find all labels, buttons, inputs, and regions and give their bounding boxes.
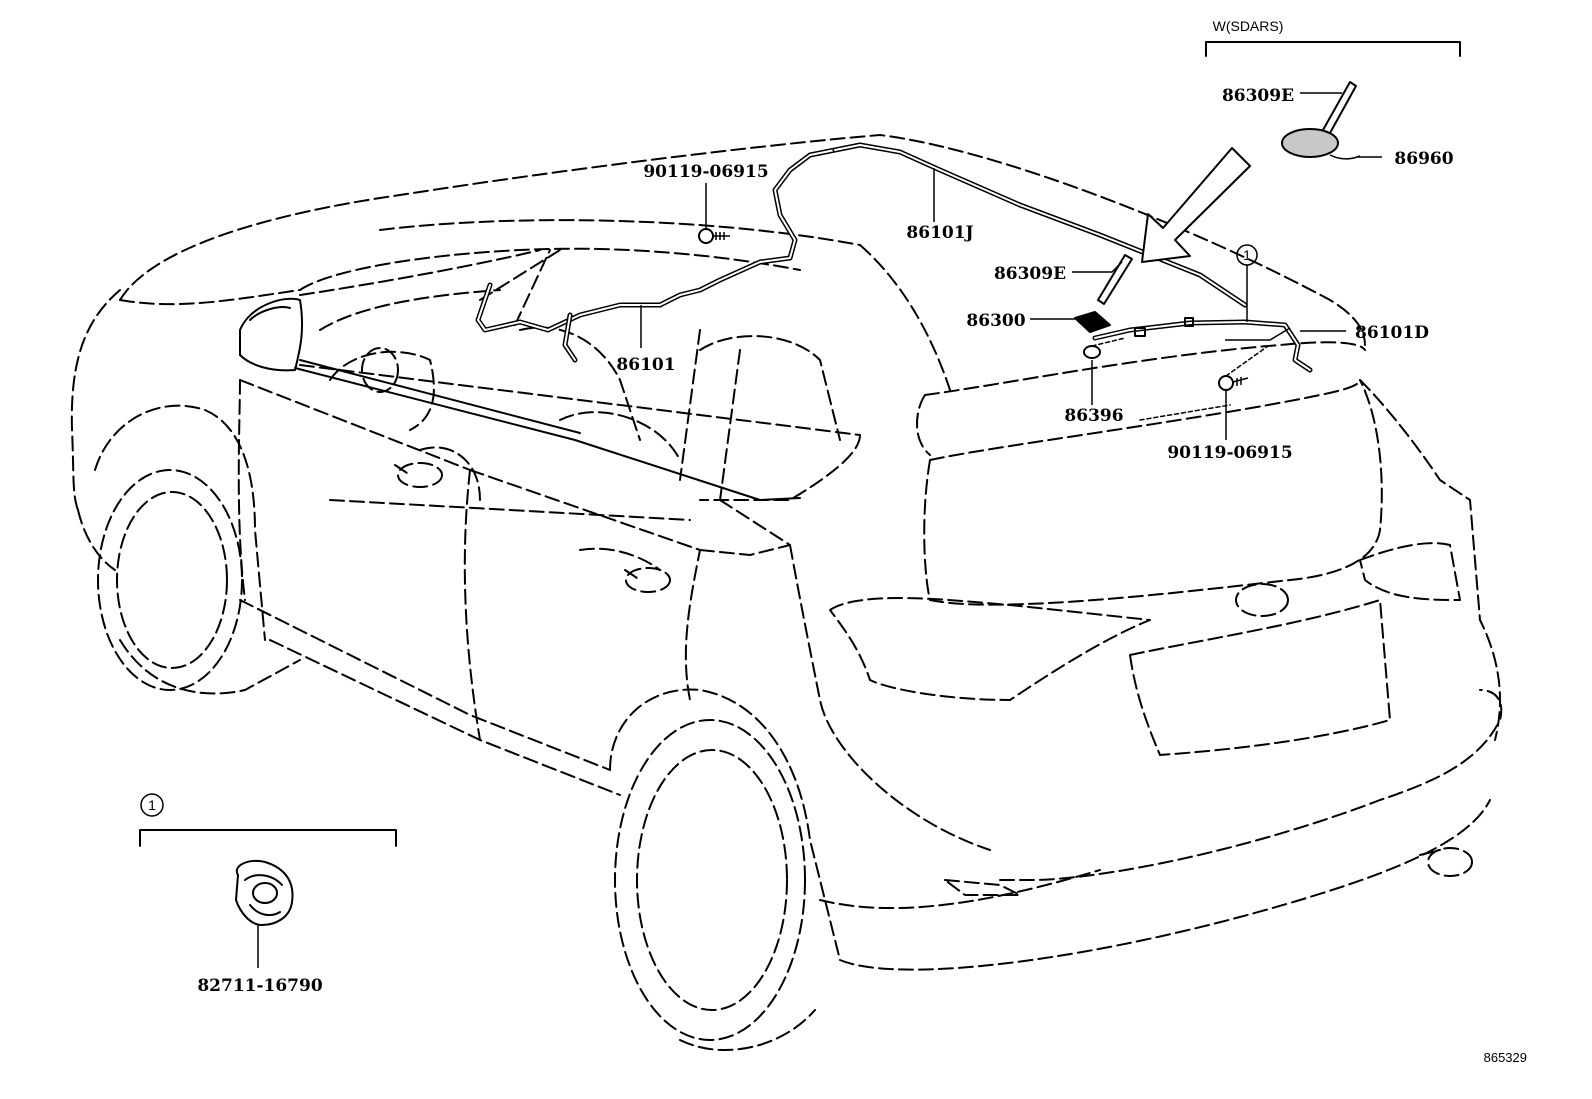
label-86960: 86960 (1394, 149, 1453, 169)
bolt-top-icon (698, 228, 730, 244)
callout-1-roof-number: 1 (1243, 247, 1251, 263)
label-86309E-mid: 86309E (994, 264, 1066, 284)
label-86309E-top: 86309E (1222, 86, 1294, 106)
sdars-antenna-assembly (1205, 41, 1461, 160)
callout-1-roof (1236, 244, 1258, 322)
label-86396: 86396 (1064, 406, 1123, 426)
label-86101: 86101 (616, 355, 675, 375)
label-86101J: 86101J (906, 223, 973, 243)
sdars-caption: W(SDARS) (1213, 18, 1284, 34)
label-90119-06915-top: 90119-06915 (643, 162, 768, 182)
roof-side-line (294, 359, 801, 501)
label-86101D: 86101D (1355, 323, 1429, 343)
bolt-bottom-icon (1218, 375, 1249, 391)
location-arrow-icon (1141, 147, 1251, 263)
callout-1-inset-number: 1 (148, 797, 156, 813)
figure-reference-number: 865329 (1484, 1050, 1527, 1065)
harness-86101 (475, 147, 838, 363)
nut-icon (1083, 345, 1101, 359)
harness-86101J (832, 142, 1248, 308)
harness-86101D (1092, 317, 1313, 373)
antenna-amplifier-icon (1074, 311, 1111, 333)
label-90119-06915-bottom: 90119-06915 (1167, 443, 1292, 463)
label-86300: 86300 (966, 311, 1025, 331)
leader-lines (640, 92, 1382, 440)
vehicle-outline (70, 134, 1503, 1051)
antenna-rod-icon (1097, 254, 1133, 305)
inset-clamp (139, 793, 397, 968)
label-82711-16790: 82711-16790 (197, 976, 323, 996)
